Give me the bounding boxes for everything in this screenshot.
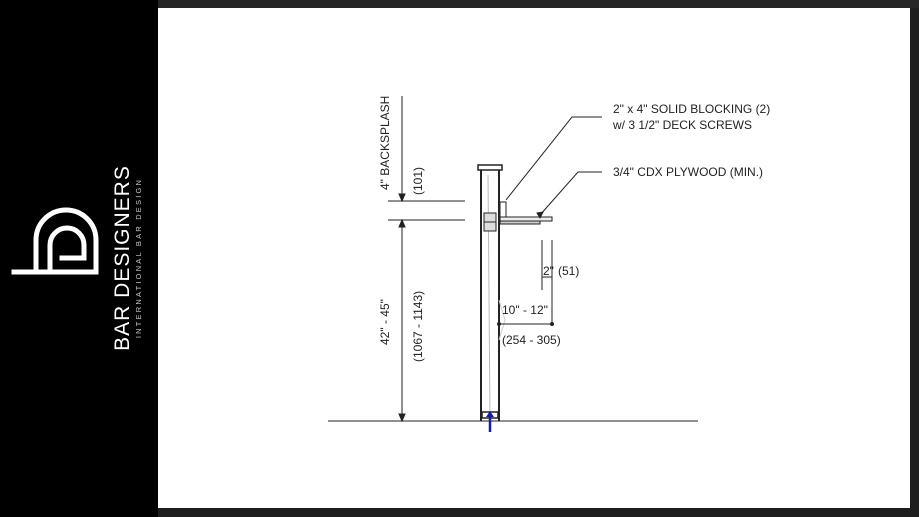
- bd-logo-icon: [11, 207, 99, 275]
- height-label: 42" - 45": [378, 299, 392, 345]
- overhang-label: 10" - 12": [502, 303, 548, 317]
- anchor-bolt-icon: [481, 411, 499, 432]
- overhang-metric: (254 - 305): [502, 333, 561, 347]
- brand-sidebar: BAR DESIGNERS INTERNATIONAL BAR DESIGN: [0, 0, 158, 517]
- top-cap: [477, 164, 503, 171]
- brand-block: BAR DESIGNERS INTERNATIONAL BAR DESIGN: [0, 0, 158, 517]
- backsplash-metric: (101): [411, 167, 425, 195]
- backsplash-label: 4" BACKSPLASH: [378, 96, 392, 190]
- brand-wordmark: BAR DESIGNERS INTERNATIONAL BAR DESIGN: [111, 165, 144, 351]
- overhang-small-label: 2": [543, 264, 554, 278]
- overhang-small-metric: (51): [558, 264, 579, 278]
- height-metric: (1067 - 1143): [411, 291, 425, 362]
- plywood-callout: 3/4" CDX PLYWOOD (MIN.): [613, 165, 763, 179]
- brand-name: BAR DESIGNERS: [111, 165, 134, 351]
- blocking-callout-line2: w/ 3 1/2" DECK SCREWS: [612, 118, 752, 132]
- brand-tagline: INTERNATIONAL BAR DESIGN: [134, 177, 143, 339]
- top-bar: [158, 0, 919, 8]
- blocking-callout-line1: 2" x 4" SOLID BLOCKING (2): [613, 102, 770, 116]
- section-drawing: 4" BACKSPLASH (101) 42" - 45" (1067 - 11…: [328, 96, 770, 432]
- drawing-sheet: 4" BACKSPLASH (101) 42" - 45" (1067 - 11…: [158, 8, 910, 508]
